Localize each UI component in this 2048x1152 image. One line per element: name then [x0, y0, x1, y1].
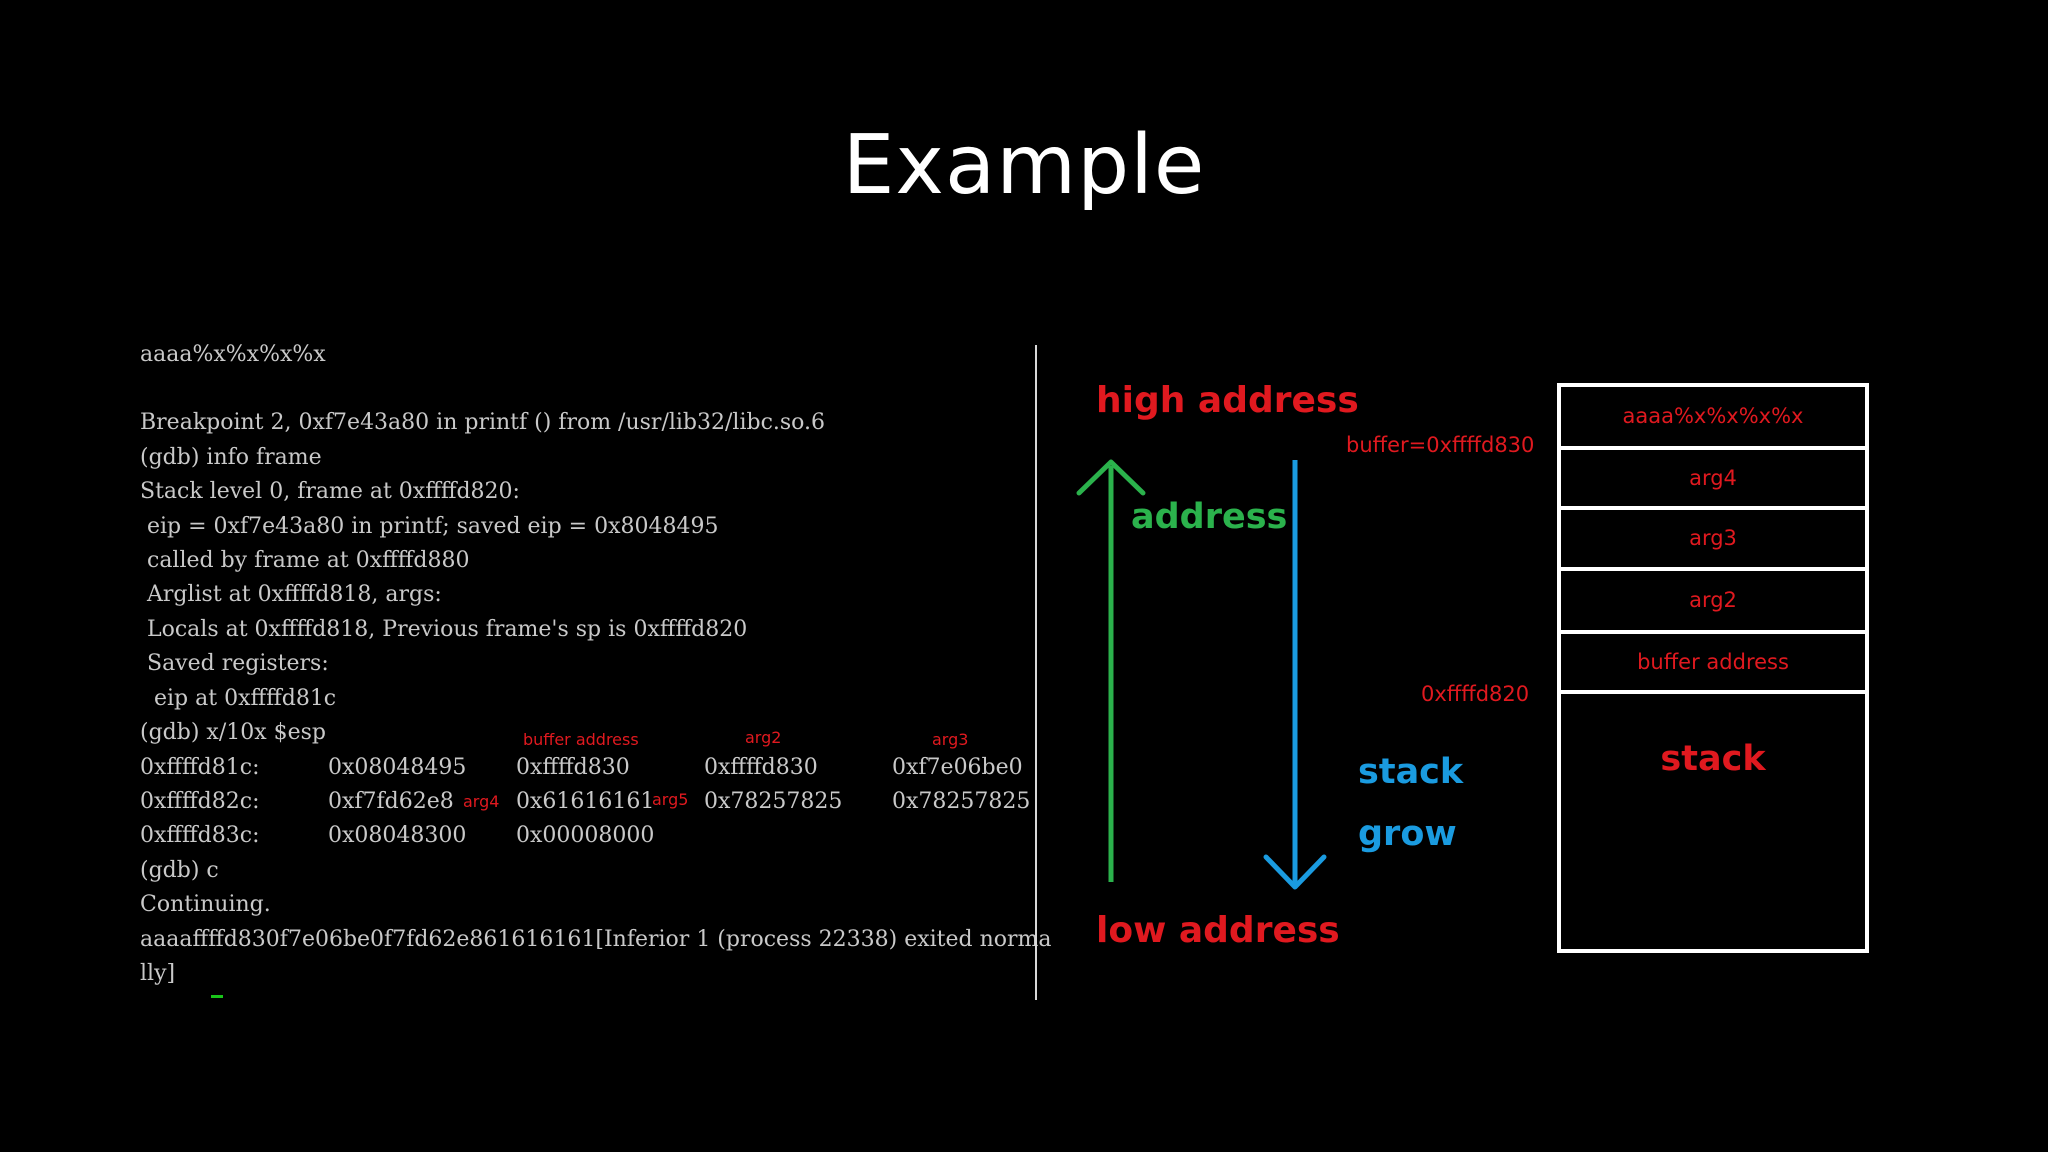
- memory-word: 0x08048300: [328, 823, 467, 848]
- grow-label: grow: [1358, 814, 1457, 854]
- high-address-label: high address: [1096, 380, 1359, 421]
- stack-slot-arg3: arg3: [1689, 526, 1737, 550]
- stack-slot-buffer-address: buffer address: [1637, 650, 1789, 674]
- terminal-line: (gdb) info frame: [140, 445, 322, 470]
- memory-word: 0x00008000: [516, 823, 655, 848]
- annotation-buffer-address: buffer address: [523, 730, 639, 749]
- slot-divider: [1561, 506, 1865, 510]
- memory-word: 0x78257825: [892, 789, 1031, 814]
- low-address-label: low address: [1096, 910, 1340, 951]
- annotation-arg2: arg2: [745, 728, 782, 747]
- terminal-line: lly]: [140, 961, 176, 986]
- annotation-arg4: arg4: [463, 792, 500, 811]
- memory-address: 0xffffd83c:: [140, 823, 260, 848]
- slide-title: Example: [842, 118, 1206, 213]
- terminal-line: Arglist at 0xffffd818, args:: [140, 582, 442, 607]
- terminal-line: Saved registers:: [140, 651, 329, 676]
- buffer-address-label: buffer=0xffffd830: [1346, 433, 1535, 457]
- memory-word: 0xf7fd62e8: [328, 789, 454, 814]
- terminal-line: Stack level 0, frame at 0xffffd820:: [140, 479, 520, 504]
- slot-divider: [1561, 690, 1865, 694]
- terminal-cursor: [211, 995, 223, 998]
- memory-word: 0x61616161: [516, 789, 655, 814]
- stack-frame-diagram: aaaa%x%x%x%x arg4 arg3 arg2 buffer addre…: [1557, 383, 1869, 953]
- terminal-line: Continuing.: [140, 892, 271, 917]
- memory-word: 0x08048495: [328, 755, 467, 780]
- memory-address: 0xffffd82c:: [140, 789, 260, 814]
- terminal-line: eip = 0xf7e43a80 in printf; saved eip = …: [140, 514, 719, 539]
- gdb-terminal-output: aaaa%x%x%x%x Breakpoint 2, 0xf7e43a80 in…: [140, 340, 1052, 1000]
- terminal-line: eip at 0xffffd81c: [140, 686, 337, 711]
- memory-word: 0xffffd830: [704, 755, 818, 780]
- annotation-arg3: arg3: [932, 730, 969, 749]
- address-label: address: [1131, 497, 1288, 537]
- stack-grow-down-arrow: [1263, 460, 1327, 890]
- stack-slot-stack: stack: [1660, 739, 1766, 779]
- memory-word: 0xf7e06be0: [892, 755, 1023, 780]
- terminal-line: Locals at 0xffffd818, Previous frame's s…: [140, 617, 748, 642]
- stack-grow-label: stack: [1358, 752, 1464, 792]
- annotation-arg5: arg5: [652, 790, 689, 809]
- terminal-line: called by frame at 0xffffd880: [140, 548, 470, 573]
- terminal-line: aaaa%x%x%x%x: [140, 342, 326, 367]
- stack-slot-format-string: aaaa%x%x%x%x: [1622, 404, 1804, 428]
- terminal-line: (gdb) c: [140, 858, 219, 883]
- memory-word: 0x78257825: [704, 789, 843, 814]
- stack-slot-arg4: arg4: [1689, 466, 1737, 490]
- stack-slot-arg2: arg2: [1689, 588, 1737, 612]
- terminal-line: aaaaffffd830f7e06be0f7fd62e861616161[Inf…: [140, 927, 1052, 952]
- vertical-divider: [1035, 345, 1037, 1000]
- frame-address-label: 0xffffd820: [1421, 682, 1530, 706]
- memory-word: 0xffffd830: [516, 755, 630, 780]
- slot-divider: [1561, 446, 1865, 450]
- terminal-line: (gdb) x/10x $esp: [140, 720, 327, 745]
- terminal-line: Breakpoint 2, 0xf7e43a80 in printf () fr…: [140, 410, 826, 435]
- memory-address: 0xffffd81c:: [140, 755, 260, 780]
- slot-divider: [1561, 630, 1865, 634]
- address-up-arrow: [1076, 459, 1146, 882]
- slot-divider: [1561, 567, 1865, 571]
